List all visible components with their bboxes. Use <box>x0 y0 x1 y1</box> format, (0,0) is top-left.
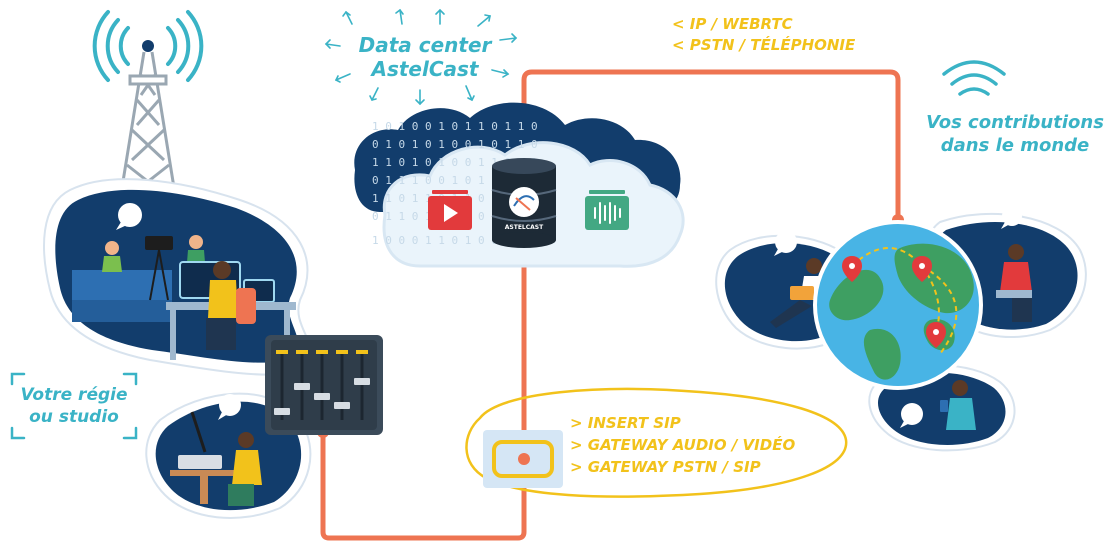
gateway-section: > INSERT SIP > GATEWAY AUDIO / VIDÉO > G… <box>465 387 848 498</box>
database-server-icon: ASTELCAST <box>491 158 557 248</box>
location-pin-icon <box>912 256 932 282</box>
studio-scene <box>43 178 313 376</box>
studio-label: Votre régie ou studio <box>10 372 138 440</box>
microphone-arm-icon <box>190 411 207 453</box>
speech-bubble-icon <box>774 231 797 256</box>
speech-bubble-icon <box>116 203 142 230</box>
route-pstn-telephonie: < PSTN / TÉLÉPHONIE <box>672 35 856 54</box>
audio-device-icon <box>178 455 222 469</box>
binary-row: 1 0 1 0 0 1 0 1 1 0 1 1 0 <box>372 120 538 133</box>
radio-tower <box>92 10 204 201</box>
camera-operator-person <box>189 235 203 249</box>
route-ip-webrtc: < IP / WEBRTC <box>672 15 793 33</box>
datacenter-label: Data center AstelCast <box>324 8 518 106</box>
node-gateway <box>518 453 530 465</box>
contributions-line2: dans le monde <box>941 135 1090 156</box>
globe <box>813 220 983 390</box>
podcaster-person <box>238 432 254 448</box>
presenter-person <box>105 241 119 255</box>
datacenter-title-line1: Data center <box>359 33 493 57</box>
speech-bubble-icon <box>1001 206 1022 229</box>
audio-mixer <box>265 335 383 435</box>
technician-person <box>213 261 231 279</box>
datacenter-title-line2: AstelCast <box>369 57 479 81</box>
broadcast-waves-icon <box>92 10 204 82</box>
audio-waveform-icon <box>585 190 629 230</box>
cloud-datacenter: 1 0 1 0 0 1 0 1 1 0 1 1 0 0 1 0 1 0 1 0 … <box>354 102 685 268</box>
laptop-icon <box>790 286 814 300</box>
wifi-icon <box>942 60 1006 96</box>
remote-person-mobile <box>952 380 968 396</box>
arrows-icon <box>324 8 518 106</box>
binary-row: 0 1 0 1 0 1 0 0 1 0 1 1 0 <box>372 138 538 151</box>
studio-title-line1: Votre régie <box>21 385 128 405</box>
remote-person-phone <box>1008 244 1024 260</box>
mobile-phone-icon <box>940 400 948 412</box>
logo-text: ASTELCAST <box>505 224 544 231</box>
video-icon <box>428 190 472 230</box>
gateway-insert-sip: > INSERT SIP <box>570 414 681 432</box>
gateway-audio-video: > GATEWAY AUDIO / VIDÉO <box>570 435 795 454</box>
studio-title-line2: ou studio <box>29 407 119 427</box>
routes-label: < IP / WEBRTC < PSTN / TÉLÉPHONIE <box>672 15 856 54</box>
contributions-line1: Vos contributions <box>926 112 1104 133</box>
location-pin-icon <box>926 322 946 348</box>
speech-bubble-icon <box>900 403 923 428</box>
gateway-port-icon <box>492 440 554 478</box>
remote-person-laptop <box>806 258 822 274</box>
location-pin-icon <box>842 256 862 282</box>
gateway-pstn-sip: > GATEWAY PSTN / SIP <box>570 458 761 476</box>
corner-brackets-icon <box>10 372 138 440</box>
astelcast-logo-icon <box>509 187 539 217</box>
camera-icon <box>145 236 173 250</box>
speech-bubble-icon <box>218 394 241 420</box>
